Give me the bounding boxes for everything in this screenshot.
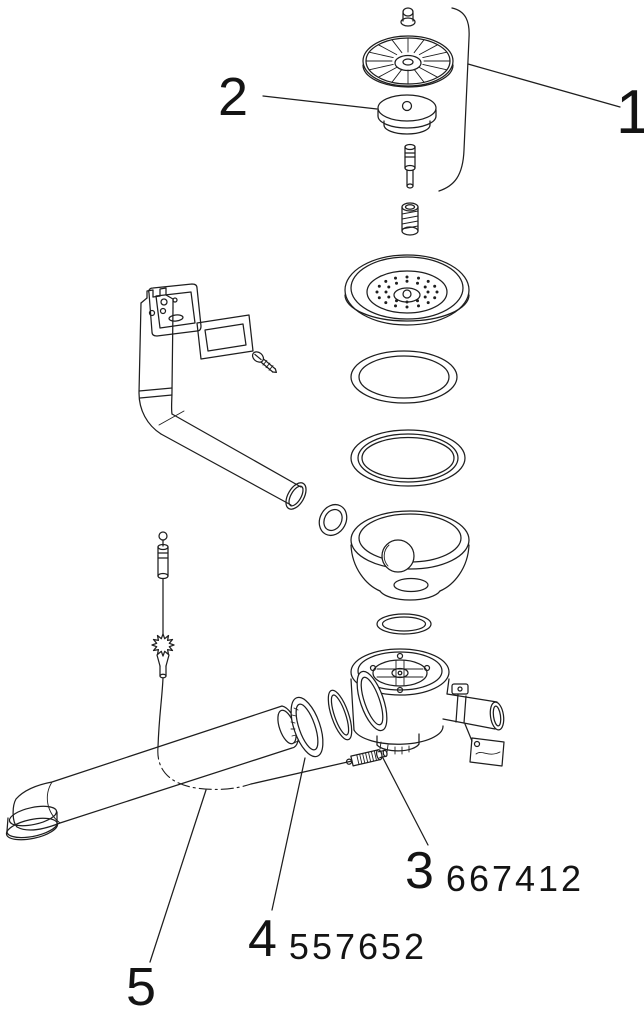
gear-knob (151, 633, 175, 657)
leader-5 (149, 789, 207, 963)
seal-ring (356, 670, 388, 732)
bracket-1 (438, 7, 621, 192)
callout-5: 5 (126, 957, 157, 1017)
drain-pipe (5, 705, 300, 841)
overflow-cover-plate (148, 283, 202, 337)
cable-phantom-path (157, 746, 252, 790)
drain-body (350, 648, 505, 767)
pin-bolt (404, 143, 416, 189)
gasket-ring-lower (350, 429, 466, 487)
callout-4-group: 4 557652 (248, 913, 427, 965)
knob-part (400, 7, 416, 27)
basket-body (350, 510, 470, 601)
threaded-plug (401, 202, 419, 236)
overflow-frame (196, 314, 254, 360)
overflow-housing (138, 287, 307, 510)
callout-3: 3 (405, 842, 434, 900)
leader-4 (271, 757, 306, 911)
cap-cover (377, 94, 437, 135)
flat-gasket (327, 689, 353, 741)
brand-tag (469, 737, 505, 767)
gasket-ring-upper (350, 350, 458, 404)
callout-4: 4 (248, 910, 277, 968)
cable-end-fitting (345, 749, 388, 767)
lock-nut (290, 696, 324, 758)
leader-2 (262, 95, 378, 110)
part-code-4: 557652 (288, 926, 428, 967)
callout-1: 1 (616, 78, 644, 147)
overflow-o-ring (318, 503, 348, 537)
screw (251, 351, 278, 374)
sink-flange (344, 254, 470, 326)
part-code-3: 667412 (445, 858, 585, 899)
strainer-plate (362, 35, 454, 88)
o-ring (376, 613, 432, 635)
leader-3 (382, 757, 429, 846)
callout-2: 2 (218, 67, 249, 127)
callout-3-group: 3 667412 (405, 845, 584, 897)
